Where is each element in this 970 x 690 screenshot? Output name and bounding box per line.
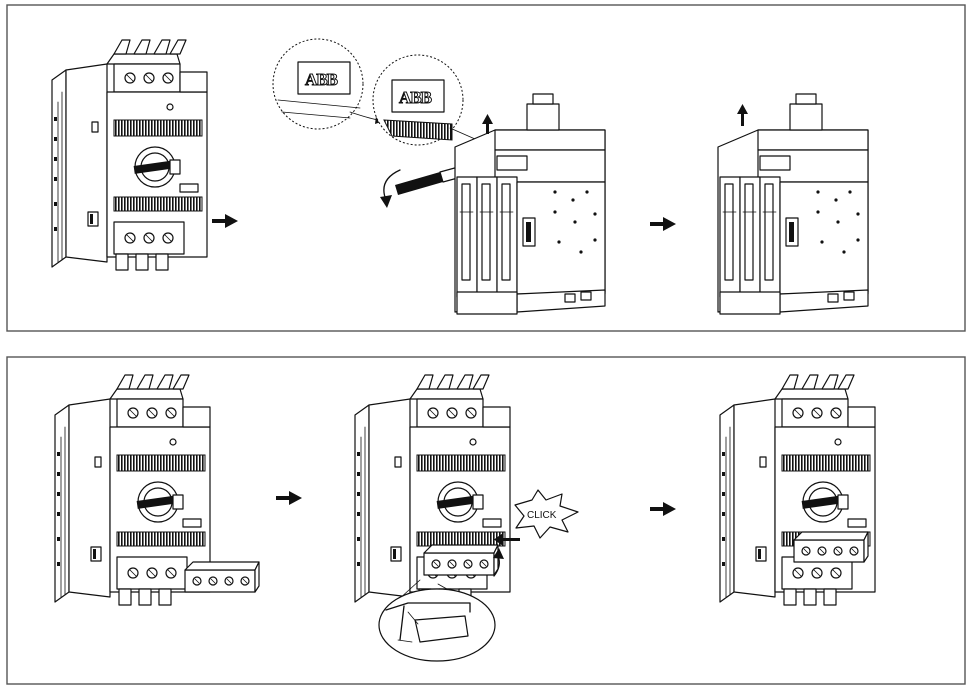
- starter-step-1: [51, 39, 208, 271]
- logo-label-after: [391, 79, 445, 113]
- starter-step-4: [719, 374, 876, 606]
- magnifier-icon: ABB: [272, 38, 364, 130]
- curved-arrow-icon: [380, 169, 401, 208]
- arrow-left-icon: [494, 533, 520, 546]
- logo-text-after: ABB: [399, 88, 432, 107]
- curved-arrow-icon: [493, 548, 504, 577]
- arrow-up-icon: [482, 114, 493, 134]
- arrow-up-icon: [737, 104, 748, 126]
- magnifier-icon: [378, 588, 496, 662]
- magnifier-icon: ABB: [372, 54, 464, 146]
- logo-label-before: [297, 61, 351, 95]
- auxiliary-block-mounted: [793, 531, 869, 563]
- logo-text-before: ABB: [305, 70, 338, 89]
- click-label: CLICK: [527, 510, 557, 521]
- auxiliary-block-loose: [184, 561, 260, 593]
- auxiliary-block-inserting: [423, 544, 499, 576]
- click-burst-icon: CLICK: [514, 489, 579, 539]
